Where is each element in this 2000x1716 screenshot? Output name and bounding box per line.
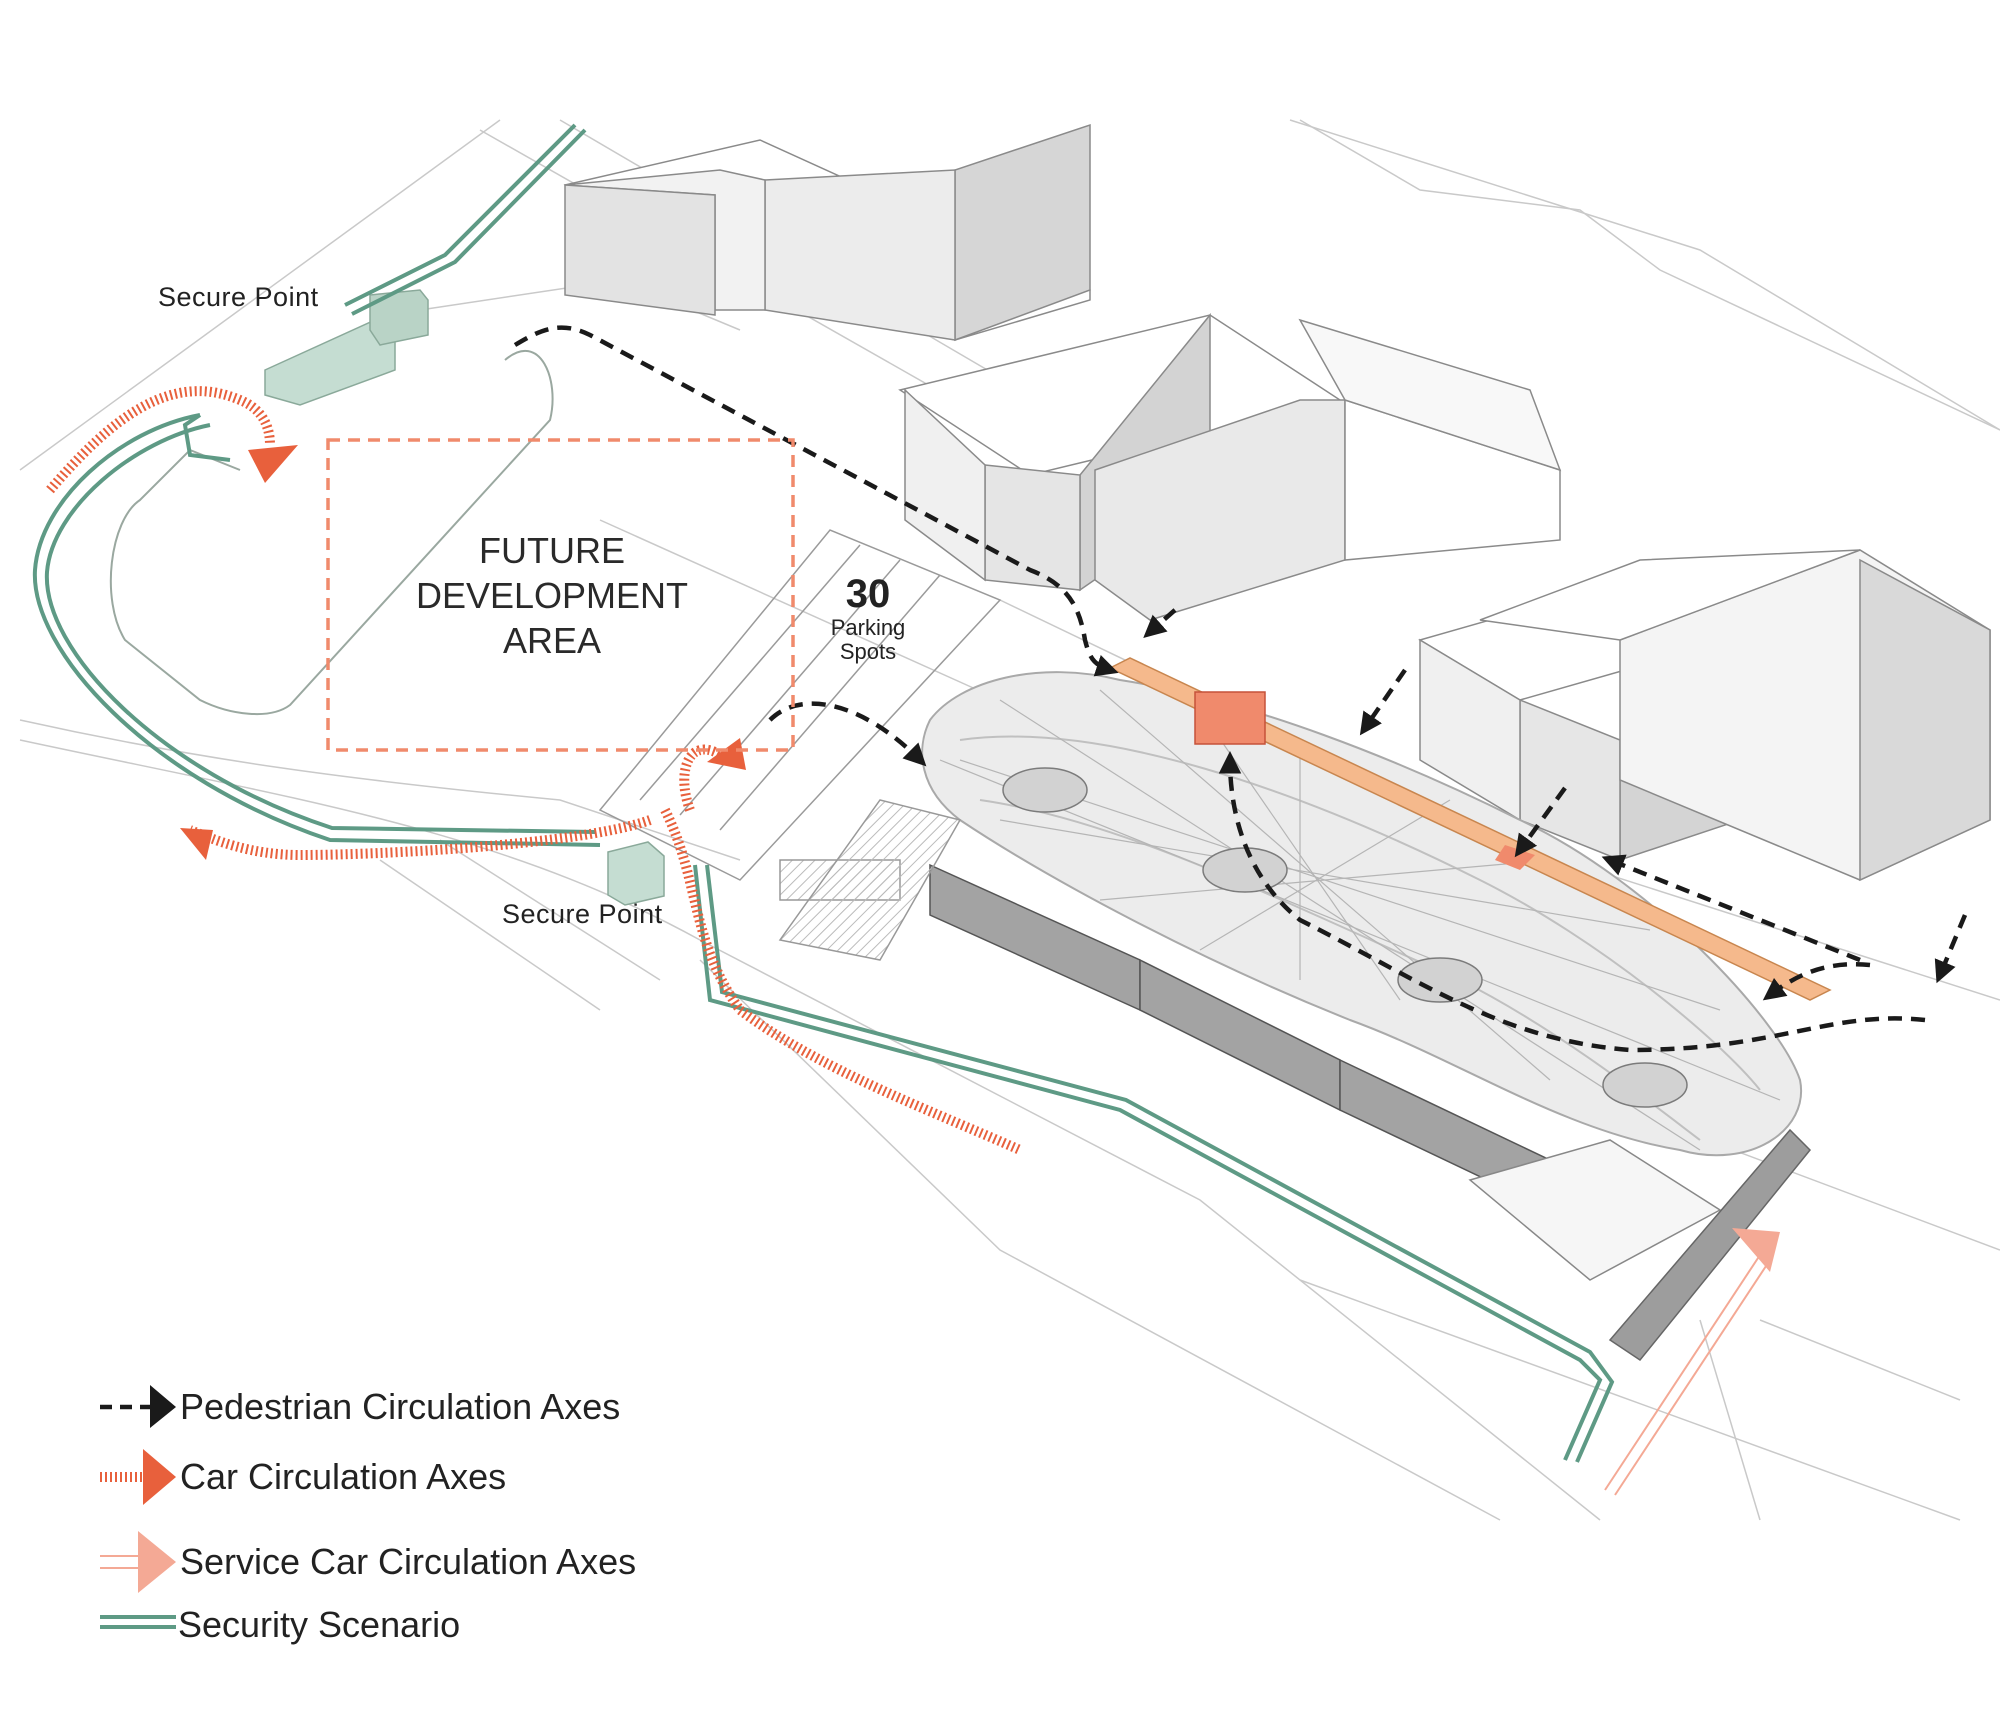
future-development-area	[326, 438, 795, 752]
legend-symbol-security	[100, 1615, 176, 1629]
central-canopy-structure	[921, 671, 1803, 1157]
car-arrowheads	[180, 445, 746, 860]
legend-label-service: Service Car Circulation Axes	[180, 1541, 637, 1582]
service-car-circulation-axes	[1604, 1228, 1780, 1496]
security-scenario-lines	[32, 123, 1615, 1463]
pedestrian-circulation-axes	[513, 325, 1968, 1053]
car-circulation-axes	[46, 386, 1023, 1155]
legend-label-car: Car Circulation Axes	[180, 1456, 507, 1497]
parking-lot	[598, 529, 1002, 881]
access-roads	[109, 350, 554, 716]
secure-point-buildings	[264, 289, 665, 906]
legend-symbol-car	[100, 1449, 176, 1505]
future-line-2: DEVELOPMENT	[415, 575, 689, 616]
future-line-3: AREA	[502, 620, 602, 661]
legend-label-pedestrian: Pedestrian Circulation Axes	[180, 1386, 621, 1427]
secure-point-label-top: Secure Point	[158, 282, 319, 312]
legend-symbol-pedestrian	[100, 1385, 176, 1428]
parking-line-2: Spots	[839, 639, 897, 664]
future-development-label: FUTURE DEVELOPMENT AREA	[372, 528, 732, 663]
secure-point-label-bottom: Secure Point	[502, 899, 663, 929]
buildings	[563, 123, 1991, 882]
seating-facades	[778, 799, 1812, 1362]
legend-label-security: Security Scenario	[178, 1604, 461, 1645]
elevated-walkway	[1108, 657, 1832, 1001]
future-line-1: FUTURE	[479, 530, 625, 571]
legend-symbol-service	[100, 1531, 176, 1593]
parking-count: 30	[845, 572, 891, 616]
parking-spots-label: Parking Spots	[808, 616, 928, 664]
legend-symbols	[100, 1385, 176, 1629]
parking-line-1: Parking	[830, 615, 906, 640]
